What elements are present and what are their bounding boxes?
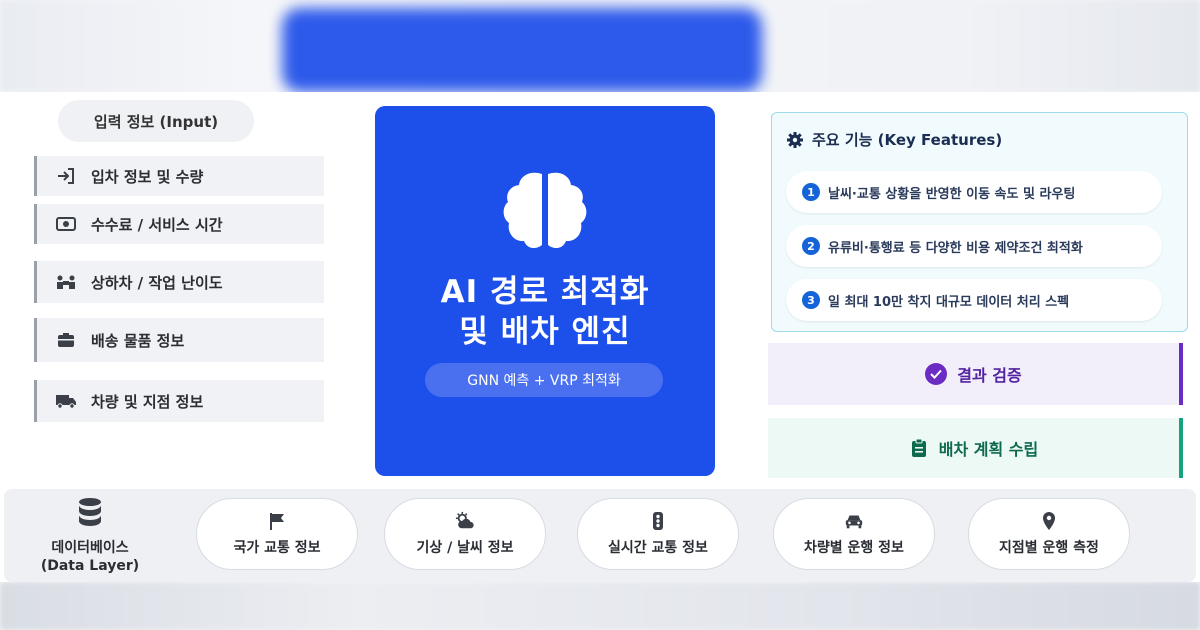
box-icon: [55, 329, 77, 351]
background-bottom: [0, 582, 1200, 630]
dispatch-plan: 배차 계획 수립: [768, 418, 1183, 478]
weather-icon: [455, 511, 474, 529]
money-icon: [55, 213, 77, 235]
source-realtime-traffic: 실시간 교통 정보: [577, 498, 739, 570]
database-label: 데이터베이스 (Data Layer): [38, 497, 142, 575]
input-item-entry: 입차 정보 및 수량: [34, 156, 324, 196]
feature-item: 1 날씨·교통 상황을 반영한 이동 속도 및 라우팅: [786, 171, 1162, 213]
engine-title-line2: 및 배차 엔진: [459, 314, 631, 350]
workers-icon: [55, 271, 77, 293]
number-badge: 1: [802, 183, 820, 201]
result-verification: 결과 검증: [768, 343, 1183, 405]
database-icon: [79, 498, 101, 526]
source-national-traffic: 국가 교통 정보: [196, 498, 358, 570]
enter-icon: [55, 165, 77, 187]
number-badge: 3: [802, 291, 820, 309]
engine-card: AI 경로 최적화 및 배차 엔진 GNN 예측 + VRP 최적화: [375, 106, 715, 476]
source-weather: 기상 / 날씨 정보: [384, 498, 546, 570]
clipboard-icon: [911, 438, 926, 457]
map-pin-icon: [1043, 512, 1055, 530]
engine-title-line1: AI 경로 최적화: [440, 274, 650, 310]
input-item-goods: 배송 물품 정보: [34, 318, 324, 362]
truck-icon: [55, 390, 77, 412]
input-item-fee: 수수료 / 서비스 시간: [34, 204, 324, 244]
feature-item: 2 유류비·통행료 등 다양한 비용 제약조건 최적화: [786, 225, 1162, 267]
traffic-light-icon: [653, 512, 663, 530]
source-branch-measurement: 지점별 운행 측정: [968, 498, 1130, 570]
input-item-vehicle: 차량 및 지점 정보: [34, 380, 324, 422]
key-features-box: 주요 기능 (Key Features) 1 날씨·교통 상황을 반영한 이동 …: [771, 112, 1188, 332]
background-blur-card: [282, 8, 762, 92]
input-header: 입력 정보 (Input): [58, 100, 254, 142]
brain-icon: [503, 172, 587, 249]
engine-subtitle: GNN 예측 + VRP 최적화: [425, 363, 663, 397]
number-badge: 2: [802, 237, 820, 255]
feature-item: 3 일 최대 10만 착지 대규모 데이터 처리 스펙: [786, 279, 1162, 321]
check-circle-icon: [925, 363, 948, 385]
input-item-difficulty: 상하차 / 작업 난이도: [34, 261, 324, 303]
source-vehicle-operation: 차량별 운행 정보: [773, 498, 935, 570]
gear-icon: [787, 131, 803, 148]
car-icon: [845, 515, 863, 529]
key-features-title: 주요 기능 (Key Features): [786, 129, 1002, 150]
flag-icon: [270, 513, 284, 530]
